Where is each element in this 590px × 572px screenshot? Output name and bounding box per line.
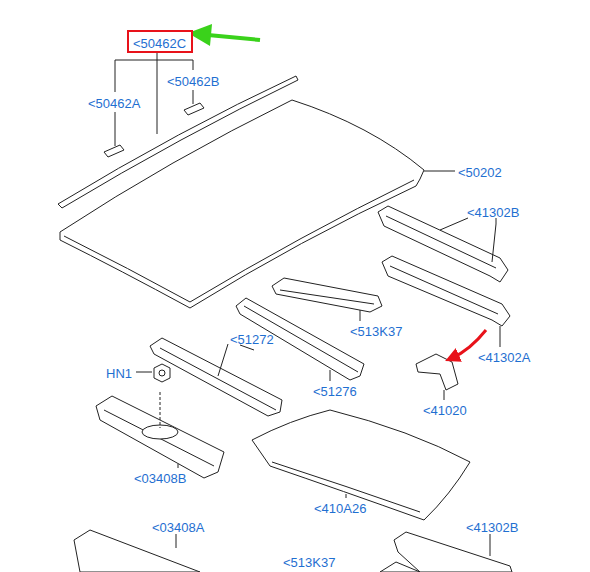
leader-line — [346, 494, 347, 498]
leader-line — [136, 372, 152, 373]
callout-box: <50462C — [127, 30, 193, 53]
callout-number: <50202 — [458, 165, 502, 180]
leader-line — [115, 112, 116, 146]
leader-line — [490, 534, 491, 556]
leader-line — [193, 60, 194, 70]
callout-number: <50462A — [88, 96, 140, 111]
callout-number: <410A26 — [314, 501, 366, 516]
callout-label: <51272 — [230, 330, 274, 348]
header-panel-03408A — [74, 530, 200, 572]
leader-line — [330, 370, 331, 381]
roof-edge — [64, 180, 414, 302]
roof-rail-41302A — [382, 256, 510, 326]
leader-line — [178, 464, 179, 468]
callout-number: <51272 — [230, 332, 274, 347]
roof-rail-41302B-lower — [394, 532, 512, 572]
leader-line — [492, 218, 496, 262]
leader-bracket — [115, 60, 193, 61]
leader-line — [115, 60, 116, 92]
leader-line — [360, 310, 361, 321]
callout-label: <410A26 — [314, 499, 366, 517]
callout-number: <50462C — [133, 36, 186, 51]
callout-number: <41302A — [478, 350, 530, 365]
clip-b — [184, 103, 204, 115]
roof-bow-edge — [280, 290, 374, 304]
roof-bow-51272-edge — [160, 348, 276, 410]
leader-line — [500, 326, 501, 347]
callout-label: <51276 — [313, 382, 357, 400]
leader-line — [218, 344, 228, 376]
leader-line — [444, 390, 445, 400]
green-arrow — [188, 24, 260, 46]
callout-label: <41302B — [466, 518, 518, 536]
callout-label: <41302B — [467, 203, 519, 221]
leader-line — [424, 171, 455, 172]
headliner-410A26 — [252, 410, 470, 520]
callout-number: <513K37 — [283, 555, 335, 570]
leader-lines — [115, 52, 500, 556]
nut-hn1 — [154, 364, 170, 382]
header-panel-edge — [104, 410, 214, 466]
clip-a — [104, 145, 124, 157]
callout-label: <41302A — [478, 348, 530, 366]
leader-line — [157, 52, 158, 134]
callout-number: <41302B — [466, 520, 518, 535]
callout-label: <513K37 — [283, 553, 335, 571]
callout-number: <03408B — [134, 471, 186, 486]
leader-line — [193, 90, 194, 104]
callout-label: <41020 — [423, 401, 467, 419]
callout-number: <03408A — [152, 520, 204, 535]
callout-label: HN1 — [106, 364, 132, 382]
callout-label: <50462A — [88, 94, 140, 112]
callout-number: <51276 — [313, 384, 357, 399]
roof-bow-lower — [380, 562, 420, 572]
nut-hole — [159, 370, 165, 376]
callout-label: <03408A — [152, 518, 204, 536]
fixing-line — [160, 392, 161, 428]
bracket-41020 — [416, 354, 458, 390]
callout-number: <41302B — [467, 205, 519, 220]
leader-line — [176, 534, 177, 548]
callout-number: HN1 — [106, 366, 132, 381]
roof-rail-41302A-edge — [390, 266, 498, 314]
roof-bow-51272 — [150, 338, 282, 416]
callout-label: <513K37 — [350, 322, 402, 340]
roof-bow-513K37 — [272, 278, 382, 312]
callout-number: <41020 — [423, 403, 467, 418]
callout-label: <50202 — [458, 163, 502, 181]
leader-line — [440, 218, 468, 230]
callout-label: <50462B — [167, 72, 219, 90]
callout-number: <513K37 — [350, 324, 402, 339]
callout-label: <03408B — [134, 469, 186, 487]
roof-panel — [60, 100, 424, 308]
callout-number: <50462B — [167, 74, 219, 89]
